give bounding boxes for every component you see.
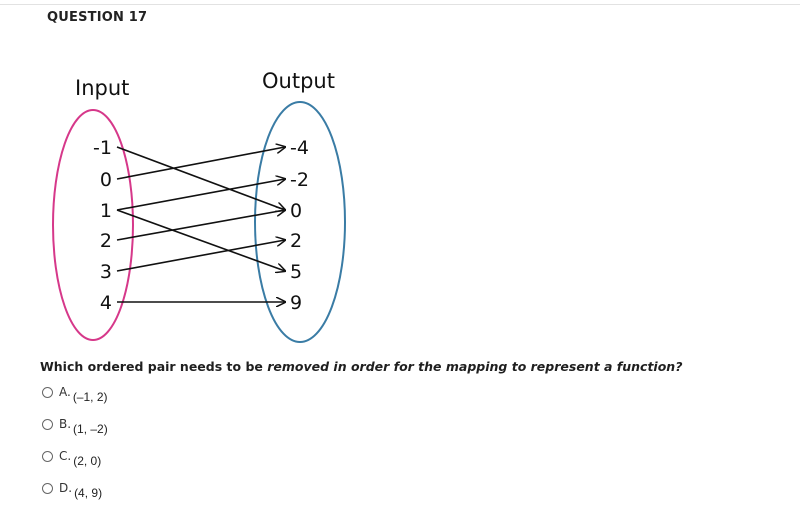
output-value: -4 (290, 137, 309, 159)
output-value: 2 (290, 230, 302, 252)
input-value: -1 (93, 137, 112, 159)
radio-button-c[interactable] (42, 451, 53, 462)
input-value: 1 (100, 200, 112, 222)
radio-button-b[interactable] (42, 419, 53, 430)
option-text: (4, 9) (74, 486, 103, 500)
option-c[interactable]: C. (2, 0) (42, 449, 108, 481)
option-letter: D. (59, 481, 73, 495)
input-value: 2 (100, 230, 112, 252)
answer-options: A. (–1, 2) B. (1, –2) C. (2, 0) D. (4, 9… (42, 385, 108, 513)
input-oval (52, 109, 134, 341)
output-value: 0 (290, 200, 302, 222)
option-letter: C. (59, 449, 72, 463)
mapping-arrow (116, 210, 285, 241)
output-label: Output (262, 69, 335, 93)
radio-button-d[interactable] (42, 483, 53, 494)
output-value: 9 (290, 292, 302, 314)
option-text: (–1, 2) (72, 390, 108, 404)
output-value: 5 (290, 261, 302, 283)
option-d[interactable]: D. (4, 9) (42, 481, 108, 513)
question-prompt: Which ordered pair needs to be removed i… (40, 359, 682, 374)
option-letter: B. (59, 417, 72, 431)
question-title: QUESTION 17 (47, 10, 148, 25)
option-letter: A. (59, 385, 71, 399)
output-value: -2 (290, 169, 309, 191)
input-value: 4 (100, 292, 112, 314)
option-text: (1, –2) (73, 422, 108, 436)
mapping-arrow (116, 209, 285, 271)
mapping-diagram: Input Output -1 0 1 2 3 4 -4 -2 0 2 5 9 (52, 69, 346, 343)
output-oval (254, 101, 346, 343)
option-text: (2, 0) (73, 454, 102, 468)
mapping-arrow (116, 179, 285, 211)
radio-button-a[interactable] (42, 387, 53, 398)
prompt-text-italic: removed in order for the mapping to repr… (267, 359, 683, 374)
mapping-arrow (116, 240, 285, 272)
input-values: -1 0 1 2 3 4 (93, 137, 112, 314)
top-divider (0, 4, 800, 5)
mapping-arrow (116, 146, 285, 210)
input-label: Input (75, 76, 129, 100)
mapping-arrow (116, 147, 285, 180)
input-value: 0 (100, 169, 112, 191)
prompt-text: Which ordered pair needs to be (40, 359, 268, 374)
mapping-arrows (116, 146, 285, 302)
output-values: -4 -2 0 2 5 9 (290, 137, 309, 314)
option-b[interactable]: B. (1, –2) (42, 417, 108, 449)
input-value: 3 (100, 261, 112, 283)
option-a[interactable]: A. (–1, 2) (42, 385, 108, 417)
